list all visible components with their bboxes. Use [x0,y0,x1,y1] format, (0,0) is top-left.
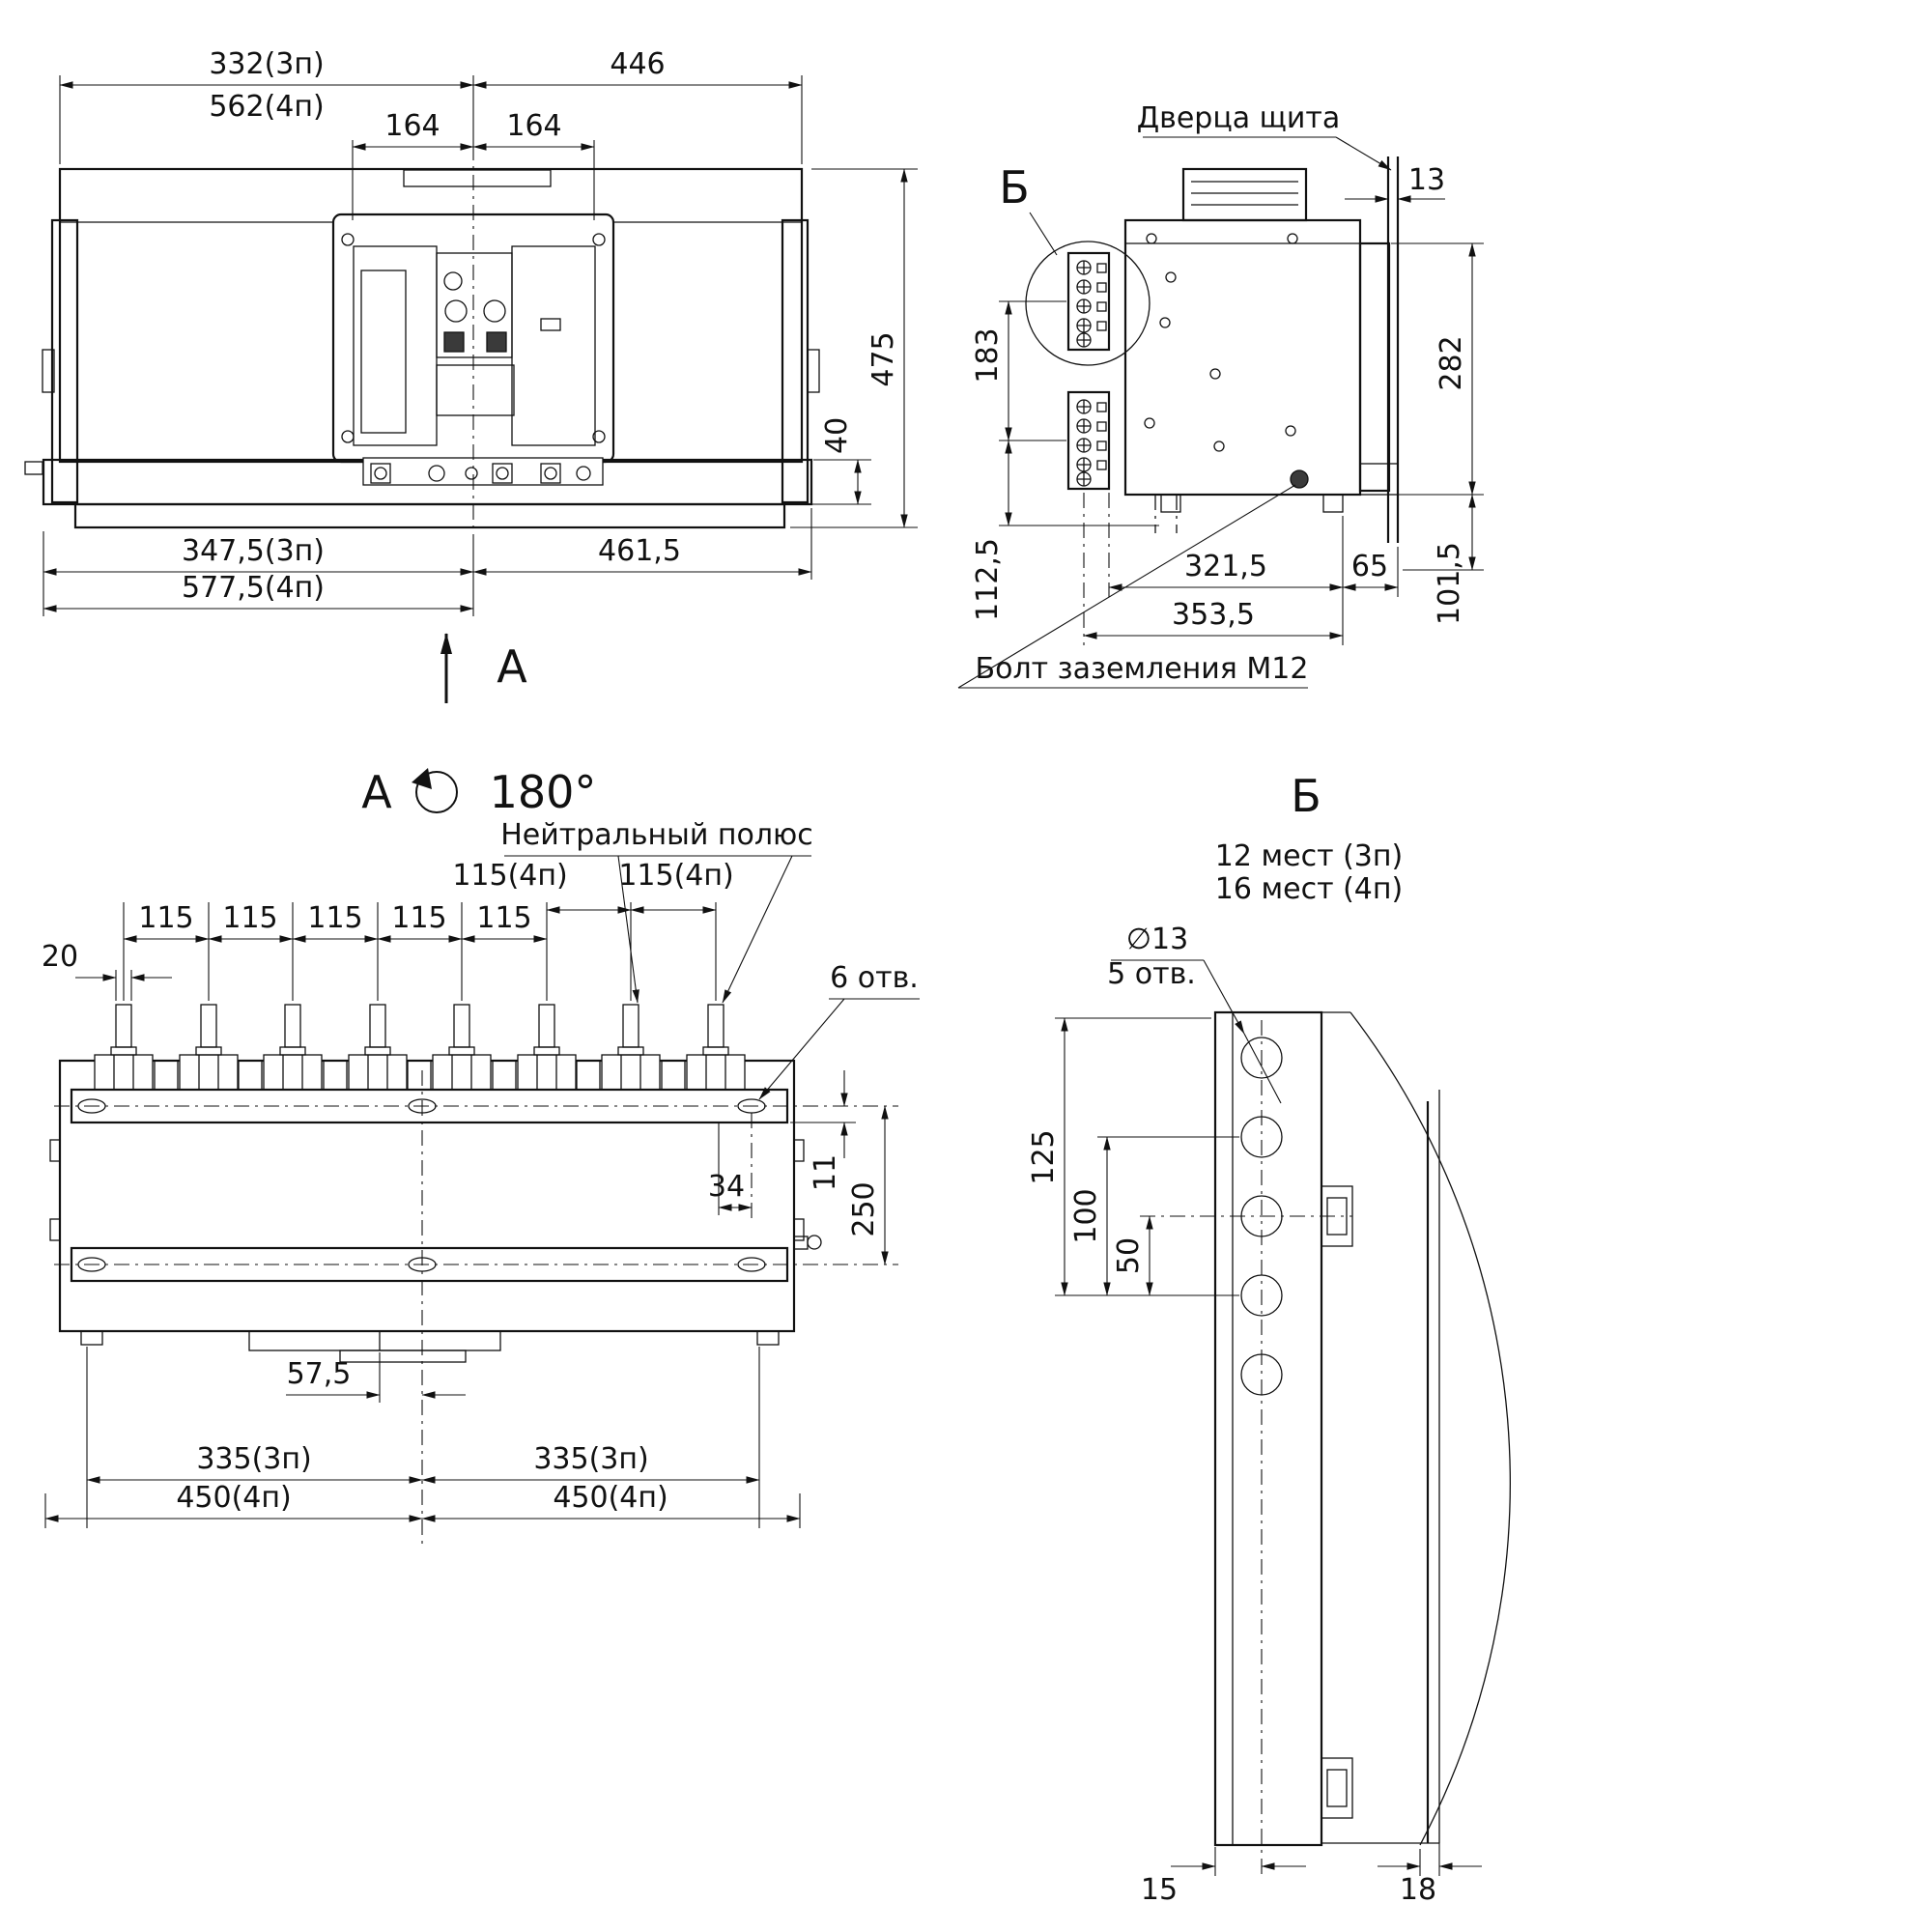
dim-13: 13 [1408,163,1445,197]
dim-40: 40 [820,417,854,454]
dim-250: 250 [847,1181,881,1236]
dim-562-4p: 562(4п) [209,90,324,124]
dim-20: 20 [42,940,78,974]
dim-115-4p-left: 115(4п) [452,859,567,893]
front-view-arrow: А [440,633,527,703]
dim-450-left: 450(4п) [176,1481,291,1515]
dim-353-5: 353,5 [1172,598,1255,632]
rear-dimensions: Нейтральный полюс 115 115 115 115 115 11… [42,818,920,1546]
dim-164-right: 164 [506,109,561,143]
dim-115-3: 115 [307,901,362,935]
dim-57-5: 57,5 [287,1357,352,1391]
rear-title-letter: А [361,766,392,818]
rotation-icon [415,771,458,813]
hole-dia-label: ∅13 [1126,923,1188,956]
front-view: 332(3п) 562(4п) 446 164 164 475 40 347,5… [24,47,918,703]
dim-335-left: 335(3п) [196,1442,311,1476]
detail-callout-circle [1025,241,1151,366]
dim-115-2: 115 [222,901,277,935]
dim-475: 475 [867,331,900,386]
detail-outline [1213,1010,1511,1847]
rotation-arrow-icon [412,768,432,789]
view-label-b: Б [999,161,1030,213]
dim-112-5: 112,5 [971,538,1005,621]
dim-15: 15 [1141,1873,1178,1907]
dim-115-4: 115 [391,901,446,935]
front-dimensions: 332(3п) 562(4п) 446 164 164 475 40 347,5… [43,47,918,616]
dim-115-4p-right: 115(4п) [618,859,733,893]
dim-115-1: 115 [138,901,193,935]
dim-164-left: 164 [384,109,440,143]
dim-101-5: 101,5 [1433,542,1466,625]
ground-bolt [1290,469,1309,489]
dim-347-3p: 347,5(3п) [182,534,325,568]
holes-6-label: 6 отв. [830,961,919,995]
dim-125: 125 [1027,1129,1061,1184]
ground-bolt-label: Болт заземления М12 [976,652,1309,686]
detail-dimensions: ∅13 5 отв. 125 100 50 15 18 [1027,923,1482,1907]
rear-title: А 180° [361,766,596,818]
side-view: Б Дверца щита 13 282 183 112,5 321,5 65 … [957,101,1484,689]
dim-461: 461,5 [598,534,681,568]
rear-title-rotation: 180° [490,766,597,818]
dim-332-3p: 332(3п) [209,47,324,81]
dim-446: 446 [610,47,665,81]
dim-34: 34 [708,1170,745,1204]
dim-11: 11 [809,1154,842,1191]
dim-321-5: 321,5 [1184,550,1267,583]
places-4p-label: 16 мест (4п) [1215,872,1403,906]
view-arrow-label: А [497,640,527,693]
dim-282: 282 [1435,335,1468,390]
dim-335-right: 335(3п) [533,1442,648,1476]
door-label: Дверца щита [1137,101,1341,135]
dim-50: 50 [1112,1237,1146,1274]
side-outline [1025,156,1400,543]
places-3p-label: 12 мест (3п) [1215,839,1403,873]
dim-18: 18 [1400,1873,1436,1907]
detail-view: Б 12 мест (3п) 16 мест (4п) ∅13 5 отв. 1… [1027,770,1511,1907]
rear-view: А 180° [42,766,920,1546]
dim-183: 183 [971,327,1005,383]
dim-450-right: 450(4п) [553,1481,668,1515]
hole-count-label: 5 отв. [1107,957,1196,991]
neutral-pole-label: Нейтральный полюс [500,818,813,852]
rear-outline [49,1004,822,1363]
side-dimensions: Б Дверца щита 13 282 183 112,5 321,5 65 … [957,101,1484,689]
dim-100: 100 [1069,1188,1103,1243]
dim-65: 65 [1351,550,1388,583]
dim-115-5: 115 [476,901,531,935]
dim-577-4p: 577,5(4п) [182,571,325,605]
detail-title: Б [1291,770,1321,822]
front-outline [24,167,820,529]
